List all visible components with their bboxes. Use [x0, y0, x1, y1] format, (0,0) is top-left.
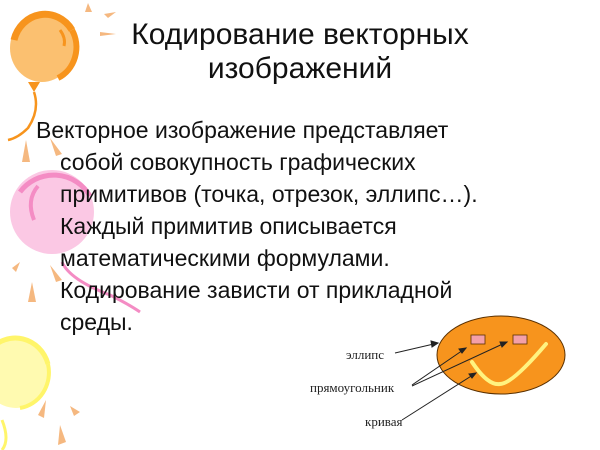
page-title: Кодирование векторных изображений	[100, 18, 500, 86]
label-rectangle: прямоугольник	[310, 380, 395, 395]
paragraph-line: примитивов (точка, отрезок, эллипс…).	[60, 181, 478, 207]
paragraph-line: Векторное изображение представляет	[36, 117, 449, 143]
title-line-2: изображений	[207, 52, 393, 85]
paragraph-line: среды.	[60, 309, 133, 335]
paragraph-line: Кодирование зависти от прикладной	[60, 277, 453, 303]
smile-curve	[470, 342, 548, 387]
yellow-balloon-icon	[0, 335, 51, 450]
paragraph-line: Каждый примитив описывается	[60, 213, 397, 239]
title-line-1: Кодирование векторных	[131, 18, 469, 51]
label-curve: кривая	[365, 414, 403, 429]
body-paragraph: Векторное изображение представляет собой…	[36, 114, 576, 338]
paragraph-line: математическими формулами.	[60, 245, 390, 271]
label-ellipse: эллипс	[346, 347, 385, 362]
paragraph-line: собой совокупность графических	[60, 149, 416, 175]
